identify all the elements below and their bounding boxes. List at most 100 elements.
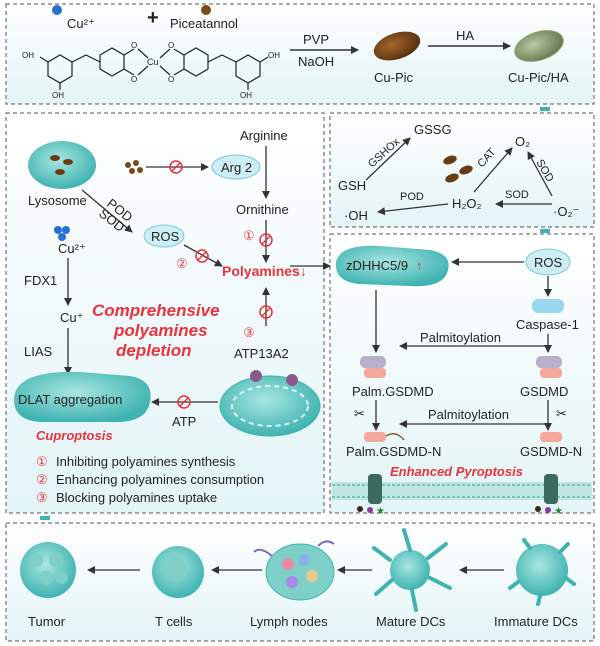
o2-radical-label: ·O₂⁻: [553, 204, 579, 219]
lias-label: LIAS: [24, 344, 53, 359]
scissors-icon: ✂: [556, 406, 567, 421]
lymph-nodes-icon: [253, 540, 335, 601]
piceatannol-icon: [201, 5, 211, 15]
cu-center-label: Cu: [147, 57, 159, 67]
stage-label: Immature DCs: [494, 614, 578, 629]
zdhhc-label: zDHHC5/9: [346, 258, 408, 273]
cu-pic-structure: [39, 47, 269, 90]
scissors-icon: ✂: [354, 406, 365, 421]
cu-ions-icon: [58, 233, 66, 241]
legend-num: ②: [36, 472, 48, 487]
oh-radical-label: ·OH: [344, 208, 368, 223]
naoh-label: NaOH: [298, 54, 334, 69]
inhibit-icon: [177, 395, 191, 409]
o-label-4: O: [168, 75, 174, 84]
nanoparticles-icon: [443, 155, 473, 183]
fdx1-label: FDX1: [24, 273, 57, 288]
palm-gsdmd-n-icon: [364, 432, 386, 442]
cu-ion-icon: [52, 5, 62, 15]
legend-text: Blocking polyamines uptake: [56, 490, 217, 505]
legend-num: ①: [36, 454, 48, 469]
inhibit-icon: [259, 305, 273, 319]
palm-gsdmd-label: Palm.GSDMD: [352, 384, 434, 399]
ros-right-label: ROS: [534, 255, 563, 270]
pod-arrow: [377, 203, 449, 216]
stage-label: Lymph nodes: [250, 614, 328, 629]
cu2-label: Cu²⁺: [58, 241, 86, 256]
svg-text:★: ★: [376, 506, 385, 517]
palmitoylation-label-2: Palmitoylation: [428, 407, 509, 422]
o-label-1: O: [131, 41, 137, 50]
lysosome-label: Lysosome: [28, 193, 87, 208]
palmitoylation-arrow-1: [399, 342, 549, 350]
pod-sod-arrow: [81, 189, 133, 233]
circle-num-3: ③: [243, 325, 255, 340]
gsdmd-n-label: GSDMD-N: [520, 444, 582, 459]
pod-right-label: POD: [400, 191, 424, 203]
oh-label-2: OH: [52, 91, 64, 100]
cu-pic-ha-label: Cu-Pic/HA: [508, 70, 569, 85]
panel-connector: [540, 229, 550, 233]
oh-label-1: OH: [22, 51, 34, 60]
t-cells-icon: [152, 546, 204, 598]
particle-cluster-icon: [125, 160, 143, 174]
gsdmd-icon: [536, 356, 562, 378]
golgi-membrane-icon: [335, 245, 449, 287]
gsdmd-n-icon: [540, 432, 562, 442]
panel-connector: [40, 516, 50, 520]
caspase-label: Caspase-1: [516, 317, 579, 332]
gsdmd-label: GSDMD: [520, 384, 568, 399]
inhibit-icon: [195, 249, 209, 263]
comprehensive-line-2: polyamines: [113, 321, 208, 340]
comprehensive-line-3: depletion: [116, 341, 192, 360]
arg2-badge: [211, 154, 261, 180]
oh-label-4: OH: [240, 91, 252, 100]
stage-label: Mature DCs: [376, 614, 446, 629]
oh-label-3: OH: [268, 51, 280, 60]
plus-sign: +: [147, 7, 159, 29]
pvp-label: PVP: [303, 32, 329, 47]
zdhhc-up-arrow: ↑: [416, 258, 423, 273]
dlat-label: DLAT aggregation: [18, 392, 122, 407]
polyamines-label: Polyamines↓: [222, 263, 307, 279]
mitochondrion-icon: [14, 371, 151, 423]
inhibit-icon: [169, 160, 183, 174]
polyamines-panel: Lysosome Arg 2 Arginine Ornithine ① POD …: [5, 112, 325, 514]
legend-num: ③: [36, 490, 48, 505]
ros-badge: [143, 224, 185, 248]
atp13a2-label: ATP13A2: [234, 346, 289, 361]
svg-text:★: ★: [554, 506, 563, 517]
inhibit-icon: [259, 233, 273, 247]
legend-text: Enhancing polyamines consumption: [56, 472, 264, 487]
sod-right-arrow: [527, 151, 553, 197]
panel-connector: [540, 107, 550, 111]
h2o2-label: H₂O₂: [452, 196, 482, 211]
ha-label: HA: [456, 28, 474, 43]
caspase-icon: [532, 299, 564, 313]
gsdmd-pore-icon: ★ ★: [357, 474, 563, 517]
ros-badge: [525, 248, 571, 276]
legend: ① Inhibiting polyamines synthesis ② Enha…: [36, 454, 264, 505]
stage-label: Tumor: [28, 614, 66, 629]
arg2-label: Arg 2: [221, 160, 252, 175]
piceatannol-label: Piceatannol: [170, 16, 238, 31]
cu-pic-ha-particle: [514, 30, 564, 62]
cu-pic-particle: [373, 31, 421, 61]
o-label-3: O: [168, 41, 174, 50]
cu-pic-label: Cu-Pic: [374, 70, 414, 85]
synthesis-panel: Cu²⁺ + Piceatannol OH O: [5, 3, 595, 105]
enzyme-panel: GSH GSHOx GSSG O₂ CAT SOD H₂O₂ SOD ·O₂⁻ …: [329, 112, 595, 228]
comprehensive-line-1: Comprehensive: [92, 301, 220, 320]
cuproptosis-label: Cuproptosis: [36, 428, 113, 443]
mature-dcs-icon: [372, 528, 452, 612]
stage-label: T cells: [155, 614, 193, 629]
gssg-label: GSSG: [414, 122, 452, 137]
circle-num-1: ①: [243, 228, 255, 243]
o-label-2: O: [131, 75, 137, 84]
legend-text: Inhibiting polyamines synthesis: [56, 454, 236, 469]
lysosome-icon: [28, 141, 96, 189]
gsh-label: GSH: [338, 178, 366, 193]
ros-label: ROS: [151, 229, 180, 244]
arginine-label: Arginine: [240, 128, 288, 143]
